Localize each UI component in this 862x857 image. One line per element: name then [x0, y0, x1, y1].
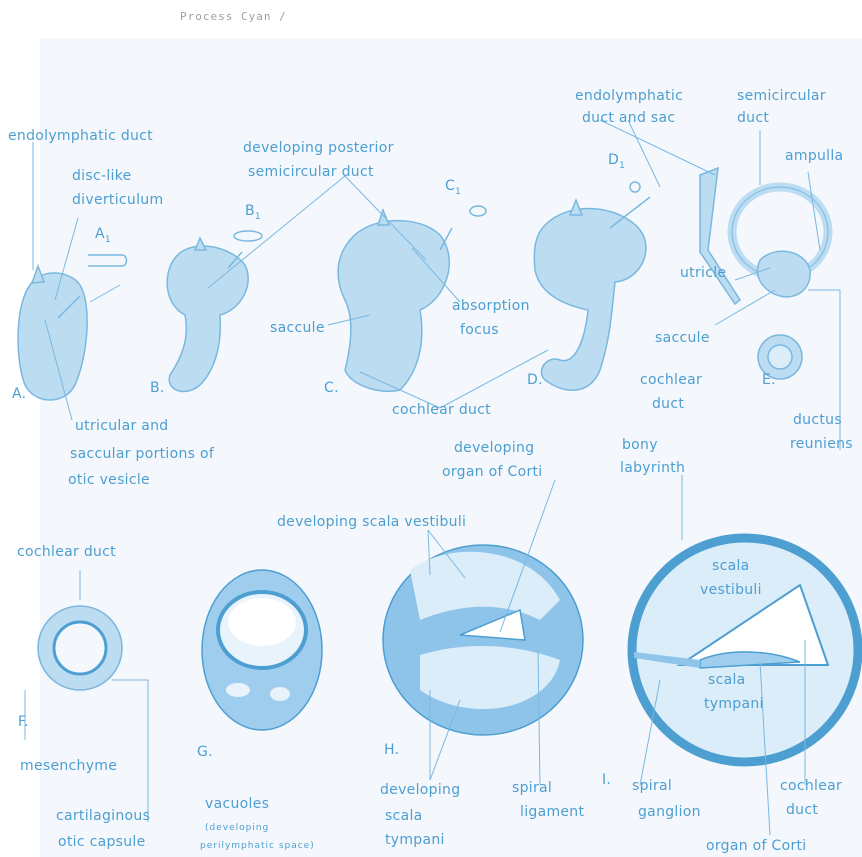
- label-b1: B1: [245, 203, 262, 225]
- label-e: E.: [762, 372, 776, 388]
- label-scala-vestibuli: scala: [712, 558, 750, 574]
- diverticulum-c1: [470, 206, 486, 216]
- diverticulum-b1: [234, 231, 262, 241]
- utricle-saccule-e: [758, 251, 811, 297]
- label-reuniens: reuniens: [790, 436, 853, 452]
- label-endolymphatic: endolymphatic: [575, 88, 683, 104]
- label-g: G.: [197, 744, 213, 760]
- label-vestibuli: vestibuli: [700, 582, 762, 598]
- vesicle-d: [534, 209, 646, 391]
- label-mesenchyme: mesenchyme: [20, 758, 117, 774]
- diverticulum-a1: [88, 255, 127, 266]
- label-perilymphatic-space: perilymphatic space): [200, 838, 315, 854]
- label-h: H.: [384, 742, 399, 758]
- label-i: I.: [602, 772, 611, 788]
- vesicle-b: [167, 246, 248, 391]
- label-vacuoles: vacuoles: [205, 796, 269, 812]
- label-otic-capsule: otic capsule: [58, 834, 146, 850]
- label-organ-of-corti: organ of Corti: [706, 838, 806, 854]
- label-scala-h: scala: [385, 808, 423, 824]
- cochlear-duct-f: [54, 622, 106, 674]
- label-organ-of-corti-dev: organ of Corti: [442, 464, 542, 480]
- label-developing-tympani: developing: [380, 782, 460, 798]
- endolymphatic-bud-b: [195, 238, 206, 250]
- label-scala-tympani: scala: [708, 672, 746, 688]
- label-semicircular: semicircular: [737, 88, 826, 104]
- label-absorption: absorption: [452, 298, 530, 314]
- label-developing-posterior: developing posterior: [243, 140, 394, 156]
- label-ductus: ductus: [793, 412, 842, 428]
- label-cochlear-i: cochlear: [780, 778, 842, 794]
- label-duct-e: duct: [652, 396, 684, 412]
- label-c1: C1: [445, 178, 462, 200]
- label-a: A.: [12, 386, 26, 402]
- label-cochlear-duct-mid: cochlear duct: [392, 402, 491, 418]
- label-diverticulum: diverticulum: [72, 192, 163, 208]
- label-cochlear-e: cochlear: [640, 372, 702, 388]
- label-saccule-c: saccule: [270, 320, 325, 336]
- label-a1: A1: [95, 226, 112, 248]
- label-duct-i: duct: [786, 802, 818, 818]
- label-cochlear-duct-f: cochlear duct: [17, 544, 116, 560]
- label-semicircular-duct-dev: semicircular duct: [248, 164, 374, 180]
- diverticulum-d1: [630, 182, 640, 192]
- label-b: B.: [150, 380, 165, 396]
- label-saccular-portions: saccular portions of: [70, 446, 214, 462]
- label-utricle: utricle: [680, 265, 726, 281]
- label-d: D.: [527, 372, 543, 388]
- label-duct-and-sac: duct and sac: [582, 110, 675, 126]
- label-d1: D1: [608, 152, 626, 174]
- label-ampulla: ampulla: [785, 148, 843, 164]
- label-cartilaginous: cartilaginous: [56, 808, 150, 824]
- label-disc-like: disc-like: [72, 168, 132, 184]
- label-developing-small: (developing: [205, 820, 269, 836]
- label-labyrinth: labyrinth: [620, 460, 685, 476]
- label-developing-corti: developing: [454, 440, 534, 456]
- label-tympani-h: tympani: [385, 832, 445, 848]
- label-c: C.: [324, 380, 339, 396]
- otic-vesicle-a: [18, 273, 87, 400]
- vesicle-c: [338, 221, 449, 392]
- label-developing-scala-vestibuli: developing scala vestibuli: [277, 514, 466, 530]
- endolymphatic-bud-d: [570, 200, 582, 215]
- label-ligament: ligament: [520, 804, 584, 820]
- label-semicircular-duct: duct: [737, 110, 769, 126]
- label-endolymphatic-duct: endolymphatic duct: [8, 128, 153, 144]
- label-f: F.: [18, 714, 29, 730]
- label-saccule-e: saccule: [655, 330, 710, 346]
- label-tympani: tympani: [704, 696, 764, 712]
- label-otic-vesicle: otic vesicle: [68, 472, 150, 488]
- label-focus: focus: [460, 322, 499, 338]
- label-bony: bony: [622, 437, 658, 453]
- label-utricular-and: utricular and: [75, 418, 169, 434]
- label-spiral-gang: spiral: [632, 778, 672, 794]
- label-ganglion: ganglion: [638, 804, 701, 820]
- label-spiral-lig: spiral: [512, 780, 552, 796]
